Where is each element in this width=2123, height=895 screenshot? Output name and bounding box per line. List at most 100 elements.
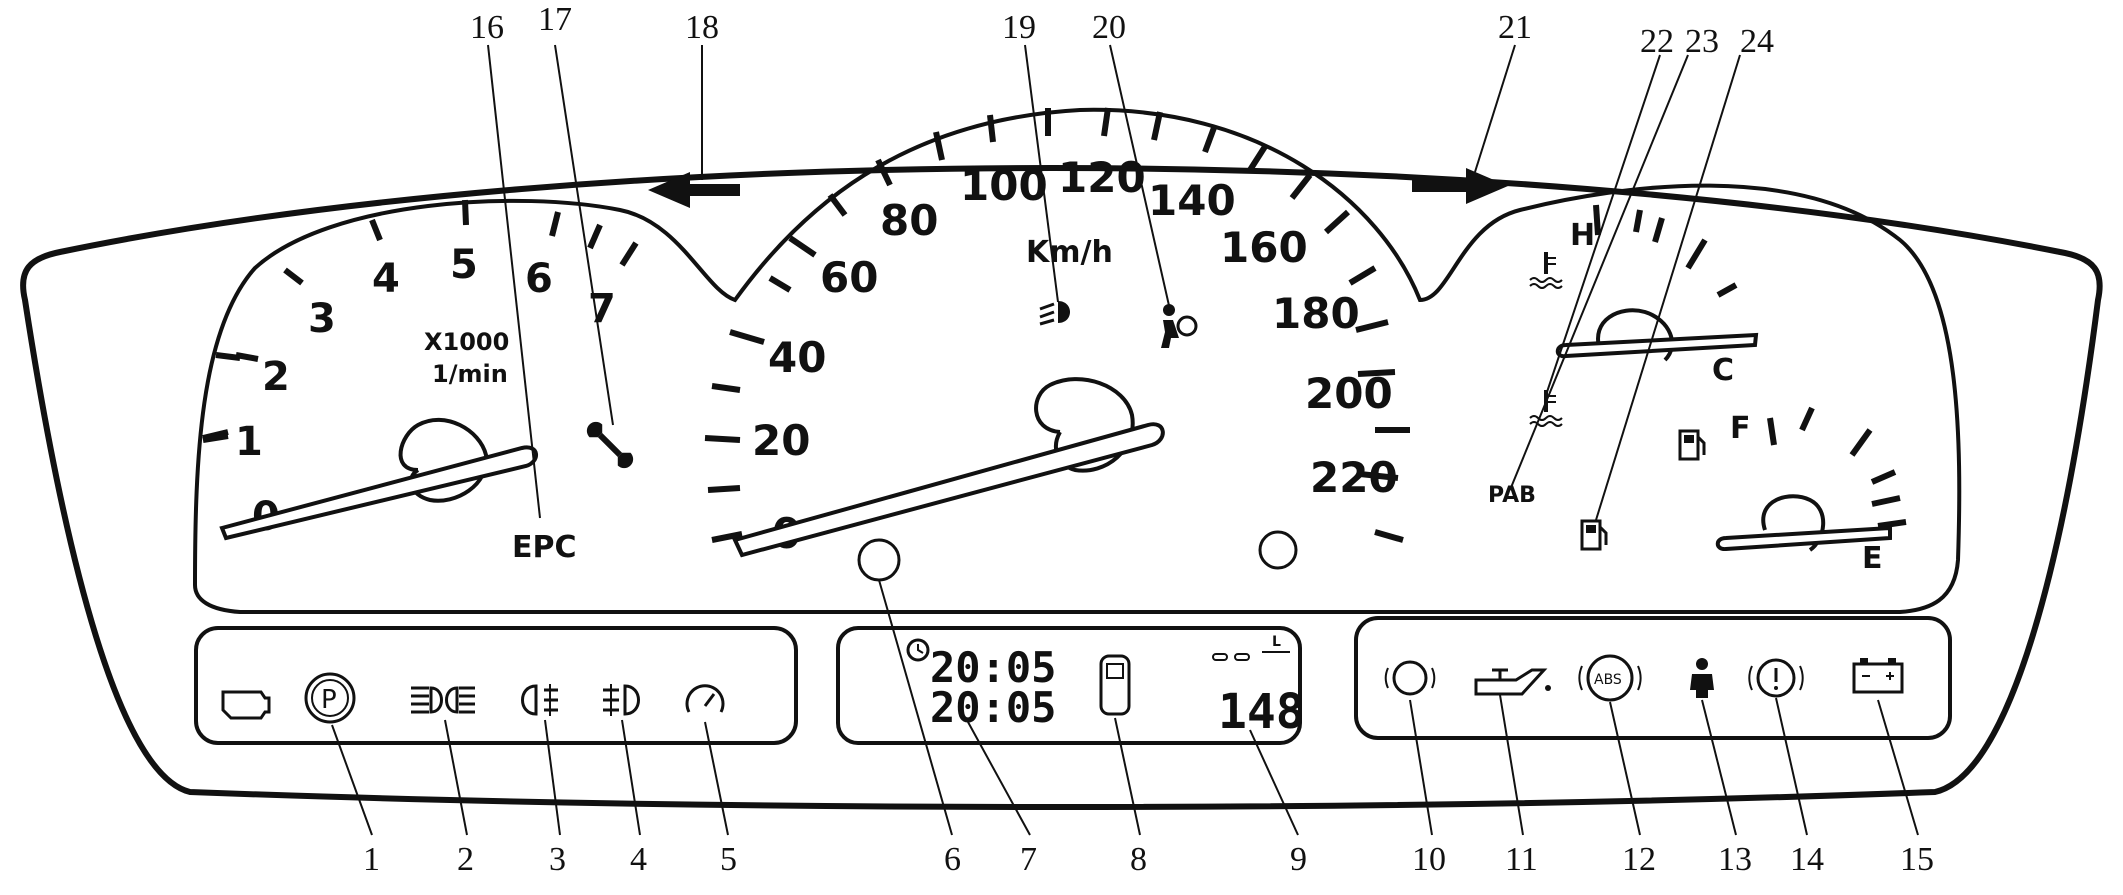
cluster-housing [20,165,2103,810]
callout-9: 9 [1290,841,1307,878]
speed-label-120: 120 [1058,153,1146,202]
speed-label-20: 20 [752,416,810,465]
coolant-icon [1529,252,1563,289]
front-fog-icon [603,684,640,716]
wrench-icon [586,421,634,469]
low-beam-icon [1039,301,1070,326]
callout-1: 1 [363,841,380,878]
clock-top: 20:05 [930,643,1056,692]
abs-icon: ABS [1578,654,1642,702]
lcd-segment-a [1212,653,1228,661]
door-icon [1099,654,1131,716]
temp-ticks [1593,204,1738,298]
fuel-pump-low-icon [1580,519,1608,551]
temp-cold-label: C [1712,353,1734,388]
callout-6: 6 [944,841,961,878]
callout-21: 21 [1498,9,1532,46]
speed-label-80: 80 [880,196,938,245]
callout-3: 3 [549,841,566,878]
clock-icon [906,638,930,662]
speed-label-40: 40 [768,333,826,382]
indicator-light-6 [857,538,901,582]
turn-right-arrow [1412,168,1508,204]
fuel-ticks [1767,406,1907,529]
tach-label-6: 6 [525,256,553,302]
svg-text:ABS: ABS [1594,672,1622,688]
callout-7: 7 [1020,841,1037,878]
tach-needle [219,445,538,541]
left-warning-panel [194,626,798,745]
speed-unit: Km/h [1026,235,1113,270]
callout-24: 24 [1740,23,1774,60]
mileage-readout: 148 [1218,684,1305,740]
callout-11: 11 [1505,841,1538,878]
tach-label-2: 2 [262,354,290,400]
tach-label-3: 3 [308,296,336,342]
speed-label-140: 140 [1148,176,1236,225]
callout-23: 23 [1685,23,1719,60]
callout-14: 14 [1790,841,1824,878]
tach-multiplier: X1000 [424,328,509,356]
leader-lines [331,44,1919,836]
speedometer: 0 20 40 60 80 100 120 140 160 180 200 22… [704,107,1410,558]
center-display [836,626,1302,745]
tach-label-1: 1 [235,419,263,465]
callout-10: 10 [1412,841,1446,878]
speed-label-220: 220 [1310,453,1398,502]
indicator-light-right [1258,530,1298,570]
callout-15: 15 [1900,841,1934,878]
coolant-low-icon [1529,390,1563,427]
callout-4: 4 [630,841,647,878]
seatbelt-icon [1690,658,1714,698]
tach-label-5: 5 [450,242,478,288]
callout-22: 22 [1640,23,1674,60]
temp-hot-label: H [1570,218,1595,253]
speed-needle [732,422,1165,558]
rear-fog-icon [521,684,558,716]
tach-needle-hub [398,417,489,503]
fuel-empty-label: E [1862,541,1883,576]
tpms-icon [1384,660,1436,696]
callout-5: 5 [720,841,737,878]
tachometer-ticks [202,199,639,443]
brake-warning-icon [1748,658,1804,698]
display-unit-small: L [1272,634,1281,650]
tach-label-4: 4 [372,256,400,302]
speedometer-ticks [704,107,1410,543]
speed-label-180: 180 [1272,289,1360,338]
callout-13: 13 [1718,841,1752,878]
oil-pressure-icon [1474,668,1551,696]
callout-18: 18 [685,9,719,46]
speed-label-60: 60 [820,253,878,302]
airbag-icon [1161,304,1198,348]
speed-label-200: 200 [1305,369,1393,418]
fuel-pump-icon [1678,429,1706,461]
callout-2: 2 [457,841,474,878]
tach-unit: 1/min [432,360,508,388]
callout-12: 12 [1622,841,1656,878]
engine-icon [221,690,271,720]
epc-label: EPC [512,530,577,565]
battery-icon [1852,658,1904,694]
right-warning-panel [1354,616,1952,740]
svg-text:P: P [321,685,337,715]
callout-8: 8 [1130,841,1147,878]
fuel-full-label: F [1730,411,1751,446]
turn-left-arrow [648,172,740,208]
speed-label-100: 100 [960,161,1048,210]
fuel-needle [1715,525,1892,552]
callout-20: 20 [1092,9,1126,46]
parking-brake-icon: P [304,672,356,724]
cruise-icon [685,684,725,713]
temp-fuel-gauges: H C F E PAB [1488,204,1907,576]
high-beam-icon [411,686,475,714]
dial-face-outline [192,107,1962,614]
callout-16: 16 [470,9,504,46]
clock-bottom: 20:05 [930,683,1056,732]
speed-label-160: 160 [1220,223,1308,272]
tachometer: 0 1 2 3 4 5 6 7 X1000 1/min EPC [202,199,639,565]
lcd-segment-b [1234,653,1250,661]
callout-17: 17 [538,1,572,38]
callout-19: 19 [1002,9,1036,46]
